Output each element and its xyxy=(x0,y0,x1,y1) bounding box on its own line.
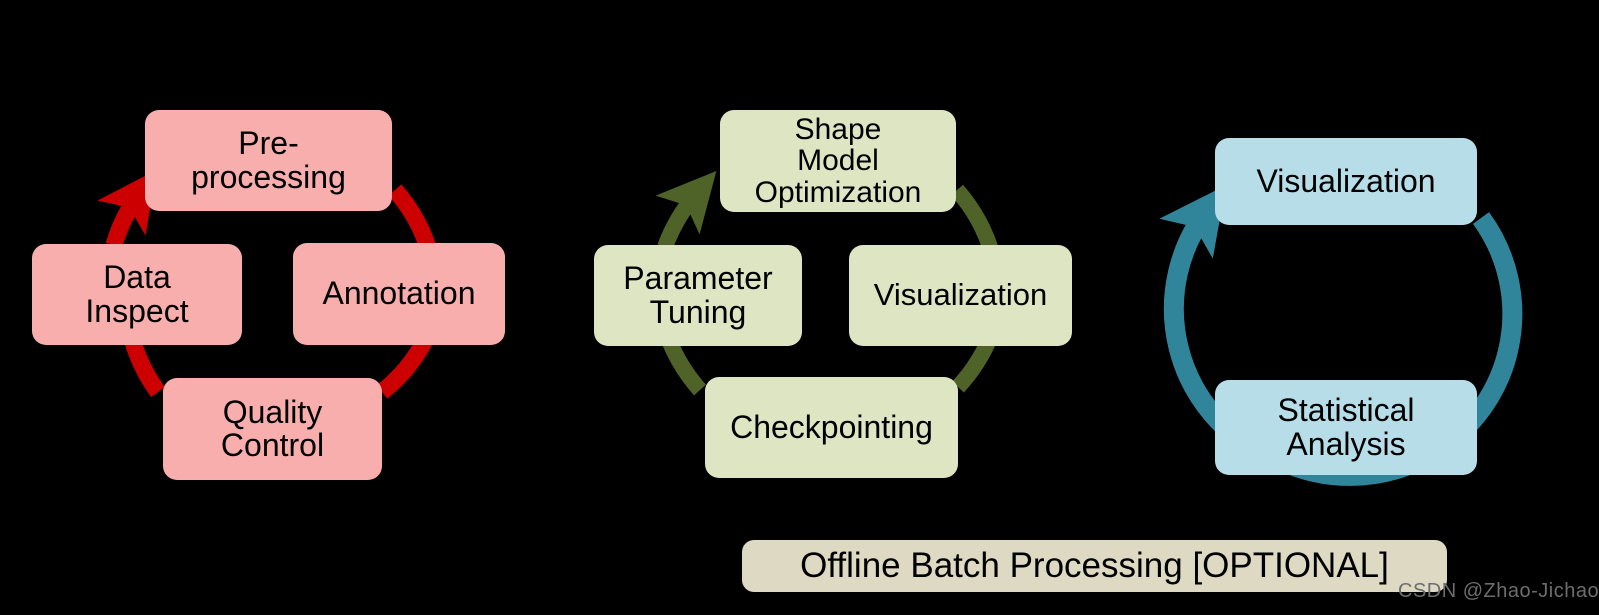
node-quality-control[interactable]: Quality Control xyxy=(163,378,382,480)
node-statistical-analysis[interactable]: Statistical Analysis xyxy=(1215,380,1477,475)
node-pre-processing[interactable]: Pre- processing xyxy=(145,110,392,211)
node-checkpointing[interactable]: Checkpointing xyxy=(705,377,958,478)
node-annotation[interactable]: Annotation xyxy=(293,243,505,345)
node-shape-model-optimization[interactable]: Shape Model Optimization xyxy=(720,110,956,212)
offline-batch-processing-banner[interactable]: Offline Batch Processing [OPTIONAL] xyxy=(742,540,1447,592)
node-visualization-optimization[interactable]: Visualization xyxy=(849,245,1072,346)
node-data-inspect[interactable]: Data Inspect xyxy=(32,244,242,345)
watermark-label: CSDN @Zhao-Jichao xyxy=(1398,580,1599,602)
node-parameter-tuning[interactable]: Parameter Tuning xyxy=(594,245,802,346)
node-visualization-analysis[interactable]: Visualization xyxy=(1215,138,1477,225)
